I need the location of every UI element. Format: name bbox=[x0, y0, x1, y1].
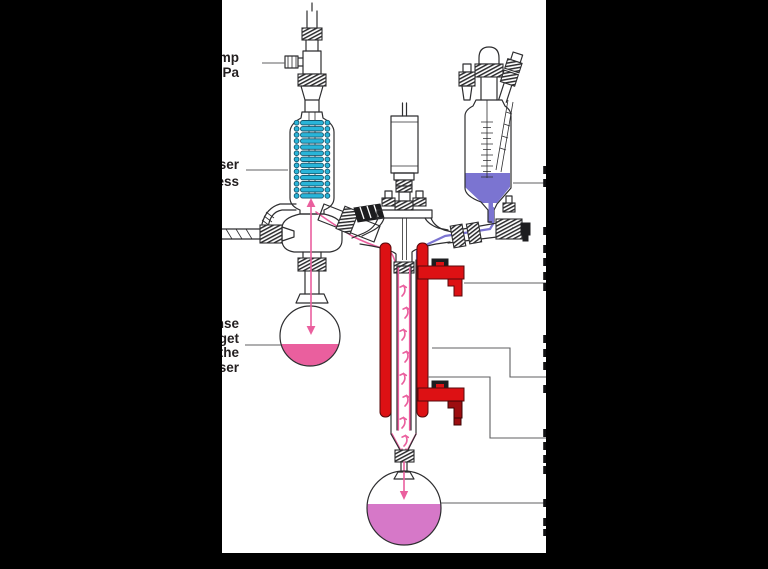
crop-mask-right bbox=[546, 0, 768, 569]
condensate-flask-label-line2: get bbox=[219, 331, 240, 346]
clipped-label-fragments bbox=[543, 166, 546, 536]
condenser-label-line1: ser bbox=[219, 157, 240, 172]
condensate-flask-label: nse get the ser bbox=[216, 316, 240, 375]
condenser-label-line2: ess bbox=[216, 174, 239, 189]
funnel-side-port bbox=[498, 51, 524, 103]
condensate-flask-label-line3: the bbox=[219, 345, 240, 360]
vessel-head bbox=[351, 190, 453, 263]
feed-valve-line bbox=[415, 195, 531, 334]
crop-mask-left bbox=[0, 0, 222, 569]
graduation-scale bbox=[481, 100, 493, 178]
condenser-label: ser ess bbox=[216, 157, 239, 189]
cold-trap-condenser bbox=[209, 2, 343, 304]
residue-receiving-flask bbox=[366, 470, 442, 546]
crop-mask-bottom bbox=[0, 553, 768, 569]
stirrer-motor bbox=[390, 102, 419, 211]
vacuum-sidearm-port bbox=[284, 55, 304, 69]
heater-jacket bbox=[379, 242, 465, 426]
condensate-receiving-flask bbox=[279, 305, 341, 367]
leader-lines bbox=[245, 62, 546, 504]
addition-funnel bbox=[458, 46, 524, 223]
feed-metering-valve bbox=[495, 195, 531, 242]
evaporator-column bbox=[379, 242, 465, 500]
condensate-flask-label-line4: ser bbox=[219, 360, 240, 375]
vacuum-label-line1: mp bbox=[219, 50, 239, 65]
